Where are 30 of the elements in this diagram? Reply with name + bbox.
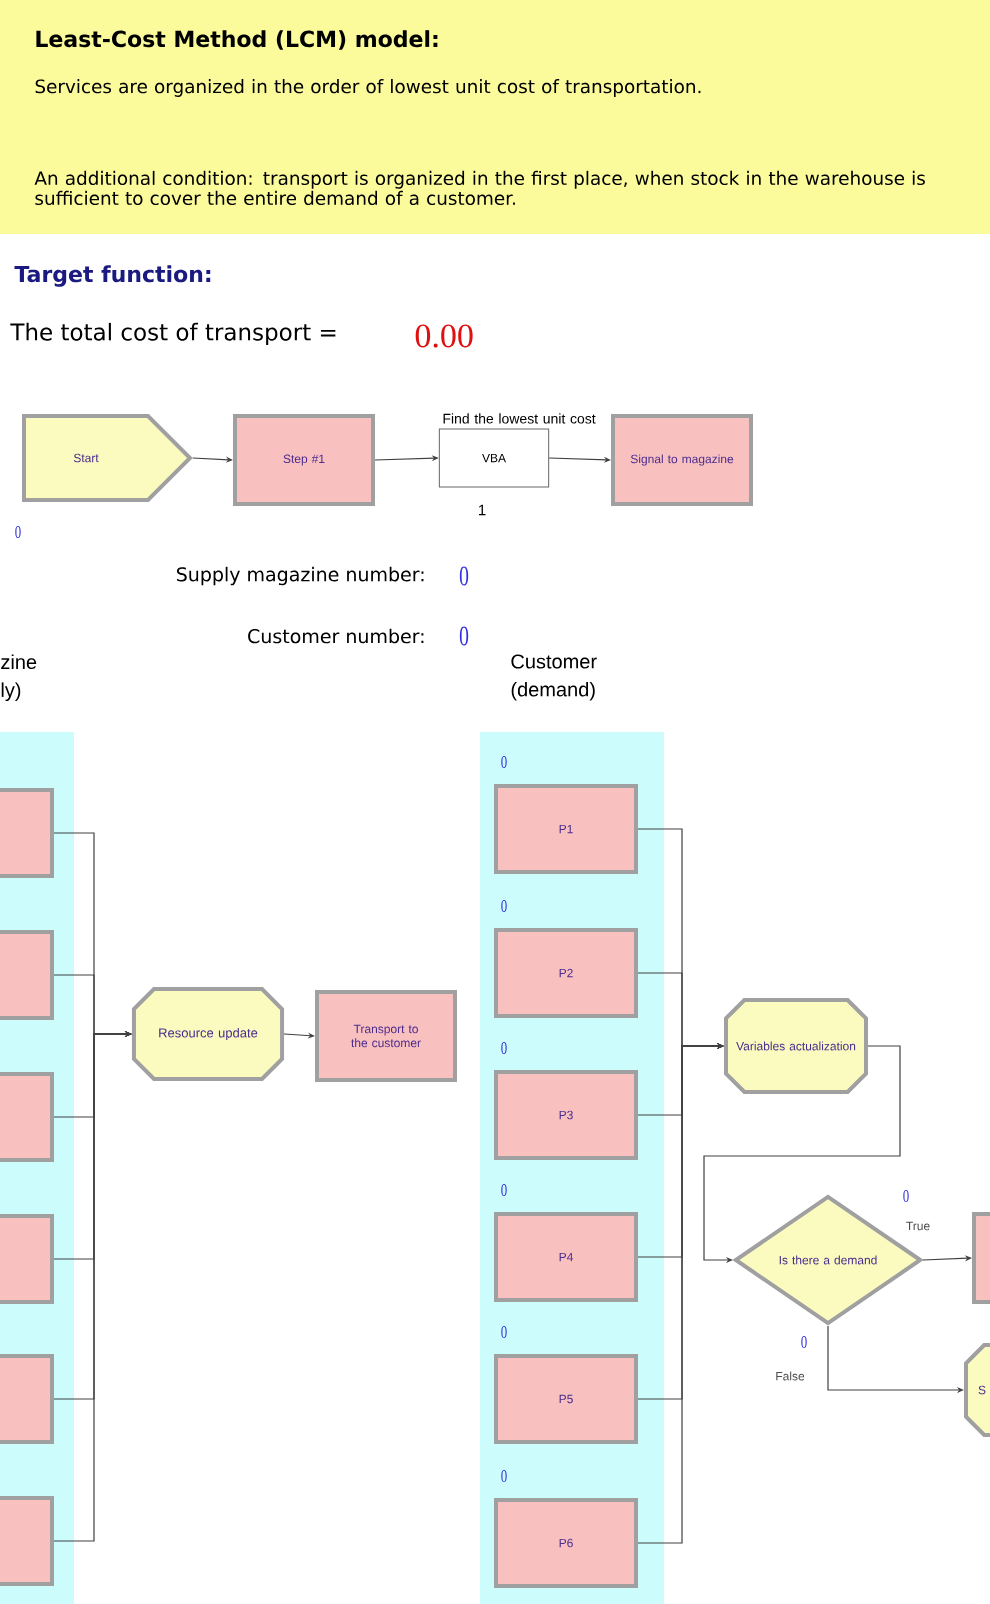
- counter-value: 0: [459, 566, 469, 586]
- connector: [53, 1030, 132, 1542]
- panel-title: Least-Cost Method (LCM) model:: [36, 30, 438, 50]
- note-text: Services are organized in the order of lowest unit cost of transportation.: [35, 79, 701, 97]
- process-box: [0, 1496, 54, 1586]
- counter-value: 0: [501, 1183, 507, 1197]
- cost-label: The total cost of transport =: [10, 322, 336, 346]
- connector: [637, 1042, 724, 1544]
- field-label: Supply magazine number:: [176, 566, 424, 586]
- counter-value: 0: [459, 626, 469, 646]
- counter-value: 0: [15, 525, 21, 539]
- counter-value: 0: [501, 1041, 507, 1055]
- connector: [548, 456, 611, 463]
- note-text: An additional condition: transport is organized in the first place, when stock in the warehouse is sufficient to cover the entire demand of a customer.: [34, 170, 925, 206]
- counter-value: 0: [903, 1189, 909, 1203]
- band-heading: zine ly): [1, 654, 37, 702]
- process-box: [0, 788, 54, 878]
- process-box: [0, 1072, 54, 1162]
- cost-value: 0.00: [415, 324, 473, 348]
- counter-value: 0: [501, 899, 507, 913]
- section-heading: Target function:: [14, 265, 211, 287]
- field-label: Customer number:: [248, 628, 424, 644]
- counter-value: 0: [501, 1325, 507, 1339]
- counter-value: 0: [501, 1469, 507, 1483]
- counter-value: 0: [501, 755, 507, 769]
- process-box: [0, 930, 54, 1020]
- process-box: [0, 1214, 54, 1304]
- process-box: [972, 1212, 990, 1304]
- band-heading: Customer (demand): [511, 654, 597, 701]
- process-box: [0, 1354, 54, 1444]
